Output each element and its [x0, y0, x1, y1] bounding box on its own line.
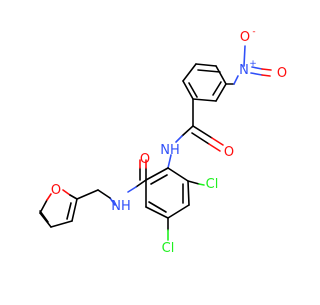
- bond: [76, 189, 99, 200]
- bond: [66, 202, 72, 220]
- bond: [243, 45, 246, 67]
- bond: [187, 180, 190, 206]
- bonds: [39, 45, 272, 241]
- charge-label: +: [249, 59, 257, 69]
- atom-label: O: [224, 145, 234, 160]
- bond: [175, 135, 183, 143]
- bond: [167, 204, 190, 219]
- atom-label: NH: [111, 199, 131, 214]
- bond: [191, 132, 210, 145]
- bond: [182, 63, 197, 82]
- atom-label: N: [239, 63, 249, 78]
- bond: [109, 197, 116, 206]
- bond: [212, 81, 222, 96]
- bond: [39, 210, 49, 223]
- bond: [39, 199, 48, 214]
- bond: [97, 189, 111, 199]
- bond: [167, 154, 172, 169]
- atom-labels: O - N + O NH O O NH O Cl Cl: [51, 27, 287, 256]
- bond: [195, 63, 217, 67]
- bond: [148, 201, 167, 213]
- bond: [261, 74, 271, 77]
- bond: [71, 198, 78, 222]
- molecule-drawing: O - N + O NH O O NH O Cl Cl: [39, 27, 287, 256]
- atom-label: O: [277, 66, 287, 81]
- atom-label: Cl: [162, 241, 175, 256]
- bond: [135, 179, 147, 188]
- bond: [215, 65, 227, 85]
- bond: [50, 220, 73, 228]
- atom-label: O: [51, 183, 61, 198]
- bond: [261, 68, 272, 71]
- bond: [188, 82, 198, 98]
- bond: [192, 98, 217, 102]
- bond: [62, 189, 71, 196]
- bond: [150, 174, 168, 185]
- bond: [251, 66, 263, 70]
- bond: [145, 206, 169, 219]
- bond: [127, 186, 137, 193]
- bond: [145, 167, 169, 181]
- atom-label: NH: [160, 143, 180, 158]
- bond: [46, 193, 52, 201]
- bond: [192, 125, 213, 139]
- bond: [187, 180, 200, 185]
- atom-label: O: [240, 30, 250, 45]
- bond: [233, 75, 239, 85]
- molecule-structure: O - N + O NH O O NH O Cl Cl: [39, 27, 287, 256]
- bond: [167, 167, 189, 182]
- bond: [215, 83, 227, 102]
- bond: [181, 125, 194, 137]
- bond: [198, 183, 205, 186]
- atom-label: Cl: [206, 177, 219, 192]
- bond: [39, 212, 52, 228]
- bond: [208, 143, 221, 152]
- atom-label: O: [140, 152, 150, 167]
- bond: [211, 137, 224, 146]
- bond: [197, 69, 221, 73]
- charge-label: -: [252, 27, 255, 37]
- bond: [182, 80, 194, 100]
- bond: [250, 72, 263, 76]
- bond: [69, 194, 78, 200]
